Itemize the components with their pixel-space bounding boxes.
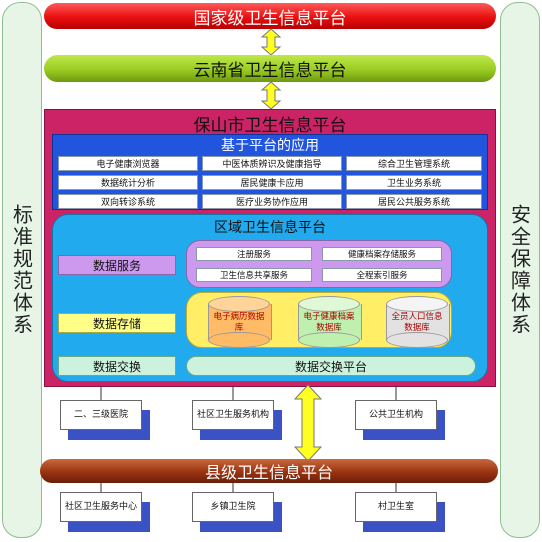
county-platform: 县级卫生信息平台 [40,459,498,483]
data-exchange-platform: 数据交换平台 [186,356,476,376]
national-platform-label: 国家级卫生信息平台 [193,8,347,29]
regional-platform-label: 区域卫生信息平台 [214,220,326,236]
county-node-township: 乡镇卫生院 [192,492,274,522]
county-node-community-center: 社区卫生服务中心 [60,492,142,522]
city-platform-label: 保山市卫生信息平台 [193,116,347,136]
county-node-village: 村卫生室 [355,492,437,522]
apps-title: 基于平台的应用 [221,138,319,154]
standards-label: 标准规范体系 [9,204,34,336]
app-cell: 数据统计分析 [58,175,198,190]
county-platform-label: 县级卫生信息平台 [204,463,333,482]
city-node-public-health: 公共卫生机构 [355,400,437,430]
app-cell: 居民健康卡应用 [202,175,342,190]
service-item: 全程索引服务 [322,268,442,282]
app-cell: 医疗业务协作应用 [202,194,342,209]
app-cell: 中医体质辨识及健康指导 [202,156,342,171]
data-exchange-label: 数据交换 [58,356,176,376]
service-item: 健康档案存储服务 [322,247,442,261]
db-label: 电子病历数据库 [213,312,265,333]
city-node-community: 社区卫生服务机构 [192,400,274,430]
db-label: 全员人口信息数据库 [391,312,443,333]
data-storage-label: 数据存储 [58,313,176,333]
app-cell: 居民公共服务系统 [346,194,482,209]
db-label: 电子健康档案数据库 [303,312,355,333]
app-cell: 电子健康浏览器 [58,156,198,171]
app-cell: 卫生业务系统 [346,175,482,190]
service-item: 注册服务 [196,247,312,261]
province-platform: 云南省卫生信息平台 [44,55,496,82]
security-column: 安全保障体系 [500,2,540,538]
data-service-label: 数据服务 [58,255,176,275]
province-platform-label: 云南省卫生信息平台 [193,61,347,81]
service-item: 卫生信息共享服务 [196,268,312,282]
app-cell: 综合卫生管理系统 [346,156,482,171]
national-platform: 国家级卫生信息平台 [44,3,496,29]
app-cell: 双向转诊系统 [58,194,198,209]
database-icon: 电子病历数据库 [208,296,272,348]
arrow-city-county [293,384,323,462]
city-node-hospital: 二、三级医院 [60,400,142,430]
database-icon: 全员人口信息数据库 [386,296,450,348]
security-label: 安全保障体系 [507,204,532,336]
database-icon: 电子健康档案数据库 [298,296,362,348]
standards-column: 标准规范体系 [2,2,42,538]
